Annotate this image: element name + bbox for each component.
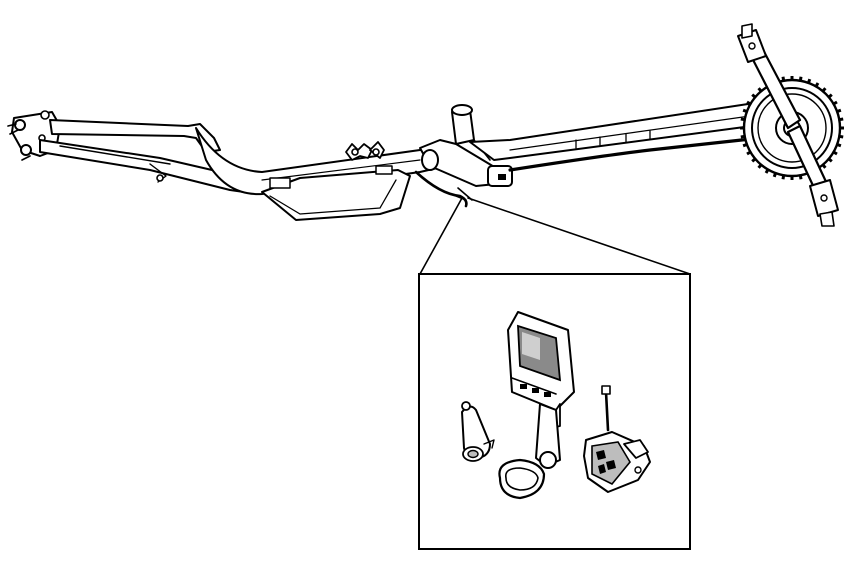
chainring-tooth bbox=[821, 87, 827, 93]
pedal-upper bbox=[737, 23, 767, 63]
chainring-tooth bbox=[746, 100, 753, 106]
chainring-tooth bbox=[831, 100, 838, 106]
cage-bolts bbox=[345, 141, 385, 161]
pedal-lower bbox=[809, 179, 839, 227]
chainring-tooth bbox=[781, 76, 786, 82]
chainring-tooth bbox=[740, 134, 746, 139]
main-cable bbox=[508, 136, 762, 172]
chainring-tooth bbox=[757, 163, 763, 169]
chainring-tooth bbox=[835, 142, 842, 148]
chainring-tooth bbox=[746, 150, 753, 156]
chainring-tooth bbox=[742, 108, 749, 114]
chainring-tooth bbox=[798, 76, 803, 82]
remote-control bbox=[583, 385, 651, 493]
tube-ticks bbox=[575, 130, 651, 149]
bike-frame bbox=[7, 103, 762, 221]
chainring-tooth bbox=[751, 93, 757, 99]
chainring-tooth bbox=[806, 78, 812, 85]
chainring-tooth bbox=[798, 174, 803, 180]
chainring-tooth bbox=[742, 142, 749, 148]
chainring-tooth bbox=[740, 117, 746, 122]
speed-sensor bbox=[461, 401, 495, 462]
chainring-tooth bbox=[751, 157, 757, 163]
top-tube bbox=[469, 103, 761, 161]
chainring-tooth bbox=[838, 117, 844, 122]
chainring-tooth bbox=[835, 108, 842, 114]
drop-cable bbox=[414, 170, 468, 208]
battery bbox=[261, 169, 411, 221]
drive-unit bbox=[737, 23, 844, 227]
callout-leaders bbox=[419, 197, 691, 275]
display-unit bbox=[507, 311, 575, 429]
chainring-tooth bbox=[821, 163, 827, 169]
chainring-tooth bbox=[772, 171, 778, 178]
chainring-tooth bbox=[781, 174, 786, 180]
detail-inset bbox=[418, 273, 691, 550]
chainring-tooth bbox=[827, 93, 833, 99]
chainring-tooth bbox=[838, 134, 844, 139]
chainring-tooth bbox=[814, 82, 820, 89]
handlebar-mount bbox=[498, 403, 561, 500]
chainring-tooth bbox=[764, 167, 770, 174]
chainring-tooth bbox=[757, 87, 763, 93]
chainring-tooth bbox=[827, 157, 833, 163]
chainring-tooth bbox=[831, 150, 838, 156]
